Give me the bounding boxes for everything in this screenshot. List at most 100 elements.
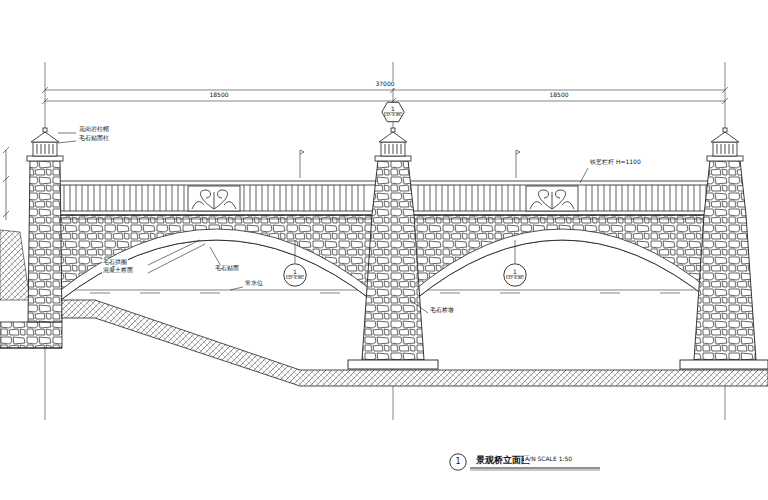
rail-bar bbox=[364, 185, 365, 211]
rail-bar bbox=[592, 185, 593, 211]
rail-bar bbox=[652, 185, 653, 211]
rail-bar bbox=[106, 185, 107, 211]
leader-lines bbox=[3, 133, 588, 313]
title-underline bbox=[470, 468, 600, 470]
rail-bar bbox=[82, 185, 83, 211]
rail-bar bbox=[622, 185, 623, 211]
rail-bar bbox=[610, 185, 611, 211]
annotation-text: 毛石贴面柱 bbox=[78, 135, 110, 142]
rail-bar bbox=[502, 185, 503, 211]
section-marker: 1LD-3.8C bbox=[381, 100, 405, 124]
rail-bar bbox=[646, 185, 647, 211]
grid-lines bbox=[42, 62, 728, 420]
sheet-number: LD-3.8C bbox=[381, 113, 405, 118]
rail-bar bbox=[94, 185, 95, 211]
rail-bar bbox=[118, 185, 119, 211]
rail-bar bbox=[508, 185, 509, 211]
scale-note: A/N SCALE 1:50 bbox=[524, 456, 573, 463]
rail-bar bbox=[688, 185, 689, 211]
rail-bar bbox=[460, 185, 461, 211]
annotation-text: 毛石拱圈 bbox=[102, 259, 128, 266]
rail-bar bbox=[418, 185, 419, 211]
rail-bar bbox=[322, 185, 323, 211]
annotation-text: 混凝土桥面 bbox=[102, 267, 134, 274]
rail-bar bbox=[70, 185, 71, 211]
rail-bar bbox=[700, 185, 701, 211]
rail-bar bbox=[664, 185, 665, 211]
rail-bar bbox=[166, 185, 167, 211]
annotation-text: 常水位 bbox=[244, 280, 264, 287]
drawing-title: 景观桥立面图 bbox=[476, 456, 530, 466]
rail-bar bbox=[160, 185, 161, 211]
rail-bar bbox=[244, 185, 245, 211]
rail-bar bbox=[88, 185, 89, 211]
rail-bar bbox=[484, 185, 485, 211]
rail-bar bbox=[334, 185, 335, 211]
rail-bar bbox=[304, 185, 305, 211]
rail-bar bbox=[262, 185, 263, 211]
rail-bar bbox=[496, 185, 497, 211]
rail-bar bbox=[124, 185, 125, 211]
rail-bar bbox=[136, 185, 137, 211]
rail-bar bbox=[490, 185, 491, 211]
rail-bar bbox=[466, 185, 467, 211]
rail-bar bbox=[514, 185, 515, 211]
rail-bar bbox=[520, 185, 521, 211]
dimension-text: 37000 bbox=[374, 81, 395, 88]
rail-bar bbox=[76, 185, 77, 211]
rail-bar bbox=[142, 185, 143, 211]
rail-bar bbox=[478, 185, 479, 211]
callout-number: 1 bbox=[449, 458, 467, 466]
rail-bar bbox=[358, 185, 359, 211]
rail-bar bbox=[676, 185, 677, 211]
rail-bar bbox=[250, 185, 251, 211]
rail-bar bbox=[628, 185, 629, 211]
rail-bar bbox=[598, 185, 599, 211]
detail-callout: 1LD-3.8C bbox=[503, 263, 527, 287]
rail-bar bbox=[634, 185, 635, 211]
rail-bar bbox=[64, 185, 65, 211]
rail-bar bbox=[112, 185, 113, 211]
rail-bar bbox=[310, 185, 311, 211]
rail-bar bbox=[268, 185, 269, 211]
drawing-number: 1 bbox=[449, 453, 467, 471]
rail-bar bbox=[448, 185, 449, 211]
rail-bar bbox=[604, 185, 605, 211]
rail-bar bbox=[298, 185, 299, 211]
rail-bar bbox=[430, 185, 431, 211]
rail-bar bbox=[682, 185, 683, 211]
rail-bar bbox=[256, 185, 257, 211]
dimension-text: 18500 bbox=[548, 92, 569, 99]
rail-bar bbox=[442, 185, 443, 211]
rail-bar bbox=[346, 185, 347, 211]
rail-bar bbox=[670, 185, 671, 211]
rail-bar bbox=[658, 185, 659, 211]
lantern-caps bbox=[27, 128, 743, 161]
rail-bar bbox=[472, 185, 473, 211]
rail-bar bbox=[172, 185, 173, 211]
sheet-number: LD-3.8C bbox=[283, 276, 307, 281]
rail-bar bbox=[424, 185, 425, 211]
sheet-number: LD-3.8C bbox=[503, 276, 527, 281]
rail-bar bbox=[286, 185, 287, 211]
rail-bar bbox=[292, 185, 293, 211]
detail-callout: 1LD-3.8C bbox=[283, 263, 307, 287]
rail-bar bbox=[184, 185, 185, 211]
annotation-text: 花岗岩柱帽 bbox=[78, 126, 110, 133]
rail-bar bbox=[280, 185, 281, 211]
rail-bar bbox=[454, 185, 455, 211]
annotation-text: 毛石桥墩 bbox=[429, 307, 455, 314]
rail-bar bbox=[130, 185, 131, 211]
rail-bar bbox=[586, 185, 587, 211]
rail-bar bbox=[148, 185, 149, 211]
rail-bar bbox=[640, 185, 641, 211]
rail-bar bbox=[274, 185, 275, 211]
rail-bar bbox=[616, 185, 617, 211]
rail-bar bbox=[340, 185, 341, 211]
piers bbox=[28, 160, 768, 369]
rail-bar bbox=[328, 185, 329, 211]
annotation-text: 毛石贴面 bbox=[214, 265, 240, 272]
dimension-text: 18500 bbox=[208, 92, 229, 99]
rail-bar bbox=[154, 185, 155, 211]
